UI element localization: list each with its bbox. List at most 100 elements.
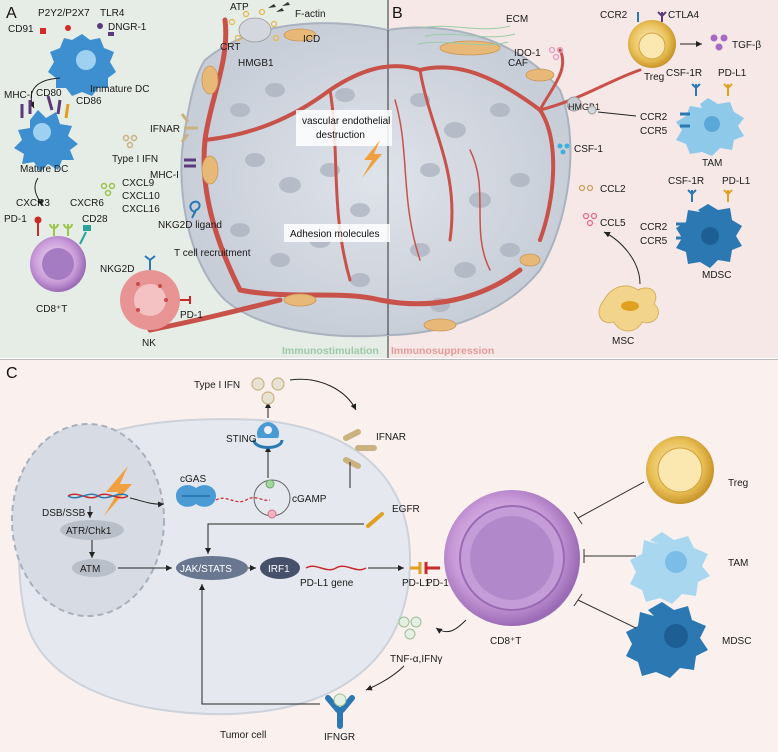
label-msc: MSC <box>612 336 634 347</box>
egfr-receptor <box>366 512 384 528</box>
mdsc-c <box>626 602 708 678</box>
arrow-cytokines-ifngr <box>365 665 405 691</box>
label-pdl1-tam: PD-L1 <box>718 68 747 79</box>
label-dsb-ssb: DSB/SSB <box>42 508 86 519</box>
pdl1-gene-strand <box>305 565 367 571</box>
label-cd80: CD80 <box>36 88 62 99</box>
lightning-a <box>362 140 382 178</box>
section-immunostimulation: Immunostimulation <box>282 345 379 357</box>
label-icd: ICD <box>303 34 320 45</box>
label-cd86: CD86 <box>76 96 102 107</box>
label-hmgb1-a: HMGB1 <box>238 58 274 69</box>
label-csf1r-mdsc: CSF-1R <box>668 176 704 187</box>
ccl2-dots <box>578 184 594 192</box>
label-mdsc-b: MDSC <box>702 270 731 281</box>
msc-cell <box>598 285 659 332</box>
hmgb1-b-blob <box>566 96 582 112</box>
label-crt: CRT <box>220 42 240 53</box>
label-ccr2-tam: CCR2 <box>640 112 668 123</box>
label-pd1-c: PD-1 <box>426 578 449 589</box>
arrow-ifngr-jak <box>199 584 320 705</box>
vascular-destruction-box: vascular endothelial destruction <box>296 110 392 146</box>
cd8-t-cell-c <box>444 490 580 626</box>
label-treg-c: Treg <box>728 478 748 489</box>
label-ccr2-treg: CCR2 <box>600 10 628 21</box>
label-egfr: EGFR <box>392 504 420 515</box>
label-f-actin: F-actin <box>295 9 326 20</box>
label-atp: ATP <box>230 2 249 13</box>
pdl1-receptor <box>410 562 422 574</box>
cgas-dna-trail <box>215 497 271 503</box>
arrow-immature-to-mature <box>28 77 61 109</box>
ido1-dots <box>548 46 564 61</box>
label-sting: STING <box>226 434 257 445</box>
cytokine-dots <box>398 616 422 640</box>
caf-cells <box>201 28 555 332</box>
arrow-cd8-cytokines <box>435 619 467 634</box>
mhc1-receptor-a <box>184 158 196 168</box>
svg-text:vascular endothelial: vascular endothelial <box>302 116 390 127</box>
label-pd1-t: PD-1 <box>4 214 27 225</box>
treg-c <box>646 436 714 504</box>
mdsc-b <box>676 189 742 268</box>
label-ccr2-mdsc: CCR2 <box>640 222 668 233</box>
label-tam-b: TAM <box>702 158 722 169</box>
label-tgfb: TGF-β <box>732 40 761 51</box>
label-cd28: CD28 <box>82 214 108 225</box>
label-pdl1-mdsc: PD-L1 <box>722 176 751 187</box>
ifnar-receptor-c <box>343 429 377 469</box>
label-hmgb1-b: HMGB1 <box>568 102 600 112</box>
label-jak: JAK/STATS <box>180 564 232 575</box>
label-cgamp: cGAMP <box>292 494 327 505</box>
type-i-ifn-c <box>251 377 285 405</box>
tam-c <box>630 532 710 604</box>
pd1-receptor <box>424 562 440 574</box>
label-ecm: ECM <box>506 14 528 25</box>
tumor-mass <box>180 22 572 338</box>
panel-b-letter: B <box>392 5 403 22</box>
blood-vessels <box>147 17 642 333</box>
label-ccl2: CCL2 <box>600 184 626 195</box>
label-t-cell-recruitment: T cell recruitment <box>174 248 251 259</box>
label-cgas: cGAS <box>180 474 206 485</box>
sting-protein <box>252 422 284 449</box>
icd-cluster <box>228 2 290 43</box>
label-mature-dc: Mature DC <box>20 164 68 175</box>
ecm-fibers <box>417 25 516 46</box>
hmgb1-b-small <box>587 105 597 115</box>
arrow-hmgb1-ccr2 <box>597 111 637 117</box>
label-ccr5-mdsc: CCR5 <box>640 236 668 247</box>
label-treg-b: Treg <box>644 72 664 83</box>
arrow-ifn-ifnar <box>289 378 357 411</box>
dna-strand <box>67 493 129 499</box>
label-irf1: IRF1 <box>268 564 290 575</box>
label-cxcr6: CXCR6 <box>70 198 104 209</box>
cd8-t-cell-a <box>30 216 91 292</box>
label-cd8-c: CD8⁺T <box>490 636 521 647</box>
label-type-i-ifn-a: Type I IFN <box>112 154 158 165</box>
jak-stats-node: JAK/STATS <box>176 556 248 580</box>
label-ccr5-tam: CCR5 <box>640 126 668 137</box>
label-pdl1-gene: PD-L1 gene <box>300 578 354 589</box>
treg-b <box>628 11 676 68</box>
label-tlr4: TLR4 <box>100 8 125 19</box>
label-dngr1: DNGR-1 <box>108 22 147 33</box>
label-cytokines: TNF-α,IFNγ <box>390 654 442 665</box>
label-cd8-t-a: CD8⁺T <box>36 304 67 315</box>
tam-b <box>676 83 744 156</box>
panel-a-letter: A <box>6 5 17 22</box>
cgamp-ring <box>253 479 291 519</box>
label-nkg2d-ligand: NKG2D ligand <box>158 220 222 231</box>
label-mdsc-c: MDSC <box>722 636 751 647</box>
lightning-c <box>104 466 132 516</box>
arrow-dna-cgas <box>129 497 165 508</box>
label-ccl5: CCL5 <box>600 218 626 229</box>
nk-cell <box>120 255 191 330</box>
label-cxcl10: CXCL10 <box>122 191 160 202</box>
irf1-node: IRF1 <box>260 557 300 579</box>
mature-dc <box>14 95 78 172</box>
label-ctla4: CTLA4 <box>668 10 700 21</box>
label-ifnar-c: IFNAR <box>376 432 406 443</box>
label-mhc1-tumor: MHC-I <box>150 170 179 181</box>
